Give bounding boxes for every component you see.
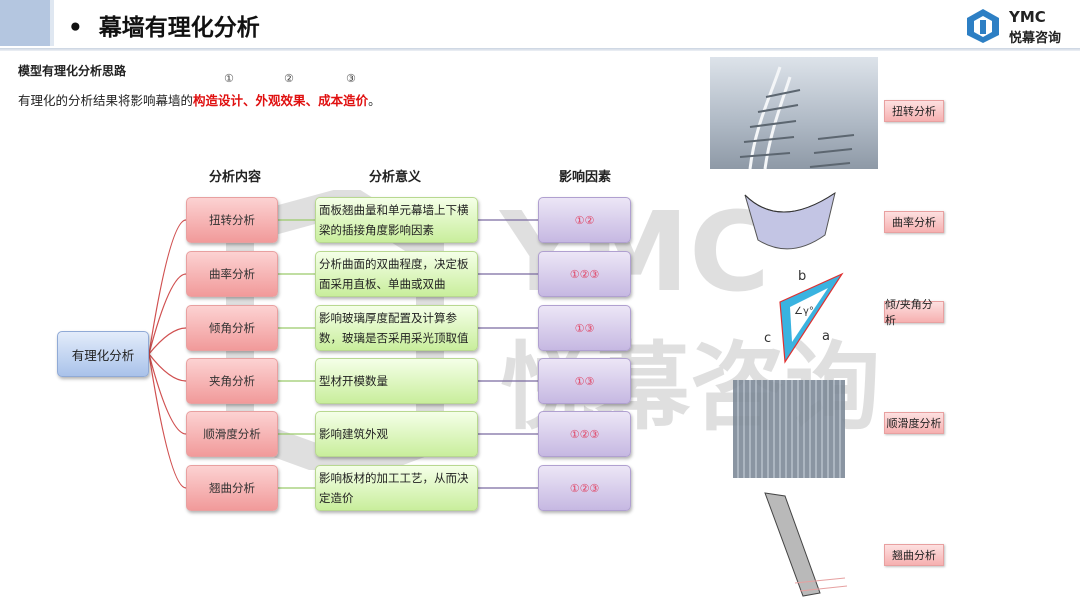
title-text: 幕墙有理化分析: [98, 15, 260, 41]
intro-prefix: 有理化的分析结果将影响幕墙的: [18, 93, 194, 108]
ymc-logo: YMC 悦幕咨询: [965, 6, 1075, 46]
side-label: 曲率分析: [884, 211, 944, 233]
header-divider: [0, 48, 1080, 51]
logo-cube-icon: [967, 9, 999, 43]
meaning-node: 分析曲面的双曲程度，决定板面采用直板、单曲或双曲: [315, 251, 478, 297]
factors-node: ①②③: [538, 411, 631, 457]
marker-3: ③: [346, 72, 356, 85]
tower-illustration: [739, 66, 855, 170]
section-subtitle: 模型有理化分析思路: [18, 64, 127, 78]
marker-2: ②: [284, 72, 294, 85]
sep: 、: [305, 93, 319, 108]
root-connector: [148, 219, 187, 355]
page-title: • 幕墙有理化分析: [68, 8, 260, 42]
col-header-meaning: 分析意义: [368, 170, 421, 185]
twisted-tower-photo: [710, 57, 878, 170]
warped-panel-illustration: [764, 492, 848, 597]
side-label: 翘曲分析: [884, 544, 944, 566]
factors-node: ①②: [538, 197, 631, 243]
content-node: 夹角分析: [186, 358, 278, 404]
logo-text-en: YMC: [1009, 8, 1046, 26]
logo-text-cn: 悦幕咨询: [1009, 31, 1062, 46]
factors-node: ①②③: [538, 251, 631, 297]
smooth-facade-photo: [733, 380, 845, 478]
header-accent-block: [0, 0, 50, 46]
meaning-node: 影响建筑外观: [315, 411, 478, 457]
header-accent-strip: [50, 0, 54, 46]
root-connector: [148, 273, 187, 355]
col-header-factors: 影响因素: [558, 170, 611, 185]
saddle-surface-illustration: [744, 191, 836, 250]
meaning-node: 影响板材的加工工艺，从而决定造价: [315, 465, 478, 511]
side-a-label: a: [822, 329, 830, 344]
content-node: 扭转分析: [186, 197, 278, 243]
content-node: 倾角分析: [186, 305, 278, 351]
meaning-node: 面板翘曲量和单元幕墙上下横梁的插接角度影响因素: [315, 197, 478, 243]
impact-cost: 成本造价: [318, 93, 369, 108]
sep: 、: [243, 93, 256, 108]
content-node: 曲率分析: [186, 251, 278, 297]
content-node: 顺滑度分析: [186, 411, 278, 457]
root-node: 有理化分析: [57, 331, 149, 377]
side-label: 扭转分析: [884, 100, 944, 122]
intro-end: 。: [368, 93, 381, 108]
marker-1: ①: [224, 72, 234, 85]
intro-text: 有理化的分析结果将影响幕墙的构造设计、外观效果、成本造价。: [18, 90, 381, 109]
meaning-node: 型材开模数量: [315, 358, 478, 404]
root-connector: [148, 353, 187, 382]
side-b-label: b: [798, 269, 806, 284]
angle-triangle-diagram: b c a ∠γ°: [764, 269, 844, 364]
side-label: 倾/夹角分析: [884, 298, 944, 327]
title-bullet: •: [68, 15, 83, 41]
impact-construction: 构造设计: [193, 93, 244, 108]
side-c-label: c: [764, 331, 771, 346]
meaning-node: 影响玻璃厚度配置及计算参数，玻璃是否采用采光顶取值: [315, 305, 478, 351]
root-connector: [148, 353, 187, 489]
root-connector: [148, 353, 187, 435]
factors-node: ①②③: [538, 465, 631, 511]
factors-node: ①③: [538, 358, 631, 404]
impact-appearance: 外观效果: [255, 93, 306, 108]
angle-label: ∠γ°: [794, 306, 814, 317]
col-header-content: 分析内容: [208, 170, 261, 185]
content-node: 翘曲分析: [186, 465, 278, 511]
factors-node: ①③: [538, 305, 631, 351]
side-label: 顺滑度分析: [884, 412, 944, 434]
root-connector: [148, 327, 187, 355]
